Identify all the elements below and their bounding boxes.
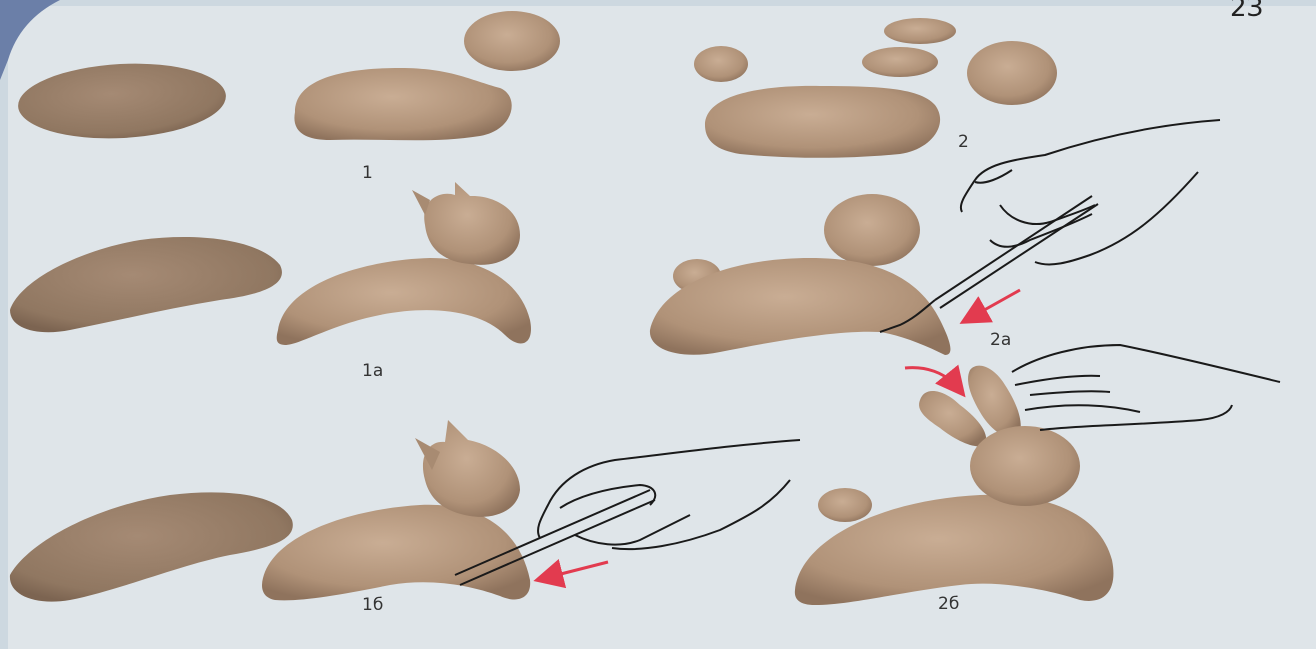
small-ball-left xyxy=(694,46,748,82)
step-label-2b: 2б xyxy=(938,594,959,614)
step-label-1a: 1а xyxy=(362,361,383,381)
small-ball-top xyxy=(884,18,956,44)
step-label-1b: 1б xyxy=(362,595,383,615)
step-label-2: 2 xyxy=(958,132,969,152)
rabbit-head-2b xyxy=(970,426,1080,506)
head-clay-ball xyxy=(464,11,560,71)
step-label-2a: 2а xyxy=(990,330,1011,350)
rabbit-tail-2b xyxy=(818,488,872,522)
small-ball-middle xyxy=(862,47,938,77)
body-log xyxy=(705,86,940,158)
rabbit-head-ball xyxy=(824,194,920,266)
step-label-1: 1 xyxy=(362,163,373,183)
page-number: 2З xyxy=(1230,0,1263,23)
head-ball xyxy=(967,41,1057,105)
